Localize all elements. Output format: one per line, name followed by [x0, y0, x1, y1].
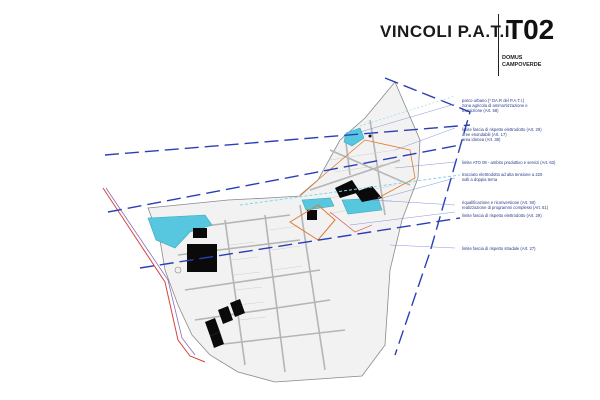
lake-west: [147, 214, 213, 249]
title-divider: [498, 14, 499, 76]
building-south-1: [205, 318, 220, 336]
legend-riqualificazione: riqualificazione e riconversione (Art. 5…: [462, 200, 549, 211]
building-central-2: [355, 186, 382, 202]
building-central: [335, 180, 360, 198]
building-block-1: [193, 228, 207, 238]
legend-fascia-elettrodotto: limite fascia di rispetto elettrodotto (…: [462, 127, 542, 143]
marker-dot: [368, 134, 372, 138]
building-south-3: [230, 299, 245, 317]
water-areas: [147, 127, 383, 249]
marker-dot-2: [174, 266, 182, 274]
page-title: VINCOLI P.A.T.I: [380, 22, 510, 41]
legend-connectors: [349, 103, 456, 249]
building-small-1: [307, 210, 317, 220]
fascia-lines: [104, 77, 471, 356]
legend-fascia-stradale: limite fascia di rispetto stradale (Art.…: [462, 246, 536, 251]
boundary-lines: [102, 139, 416, 363]
building-south-4: [210, 332, 224, 348]
canal-center: [301, 197, 335, 211]
fascia-line-diagonal: [384, 77, 471, 356]
lot-lines: [229, 149, 401, 321]
fascia-line-mid: [139, 217, 461, 269]
fascia-line-top: [104, 124, 471, 156]
legend-tracciato: tracciato elettrodotto ad alta tensione …: [462, 172, 543, 183]
elettrodotto-line: [239, 174, 461, 206]
pond-north: [343, 127, 365, 147]
site-outline: [147, 81, 421, 383]
building-south-2: [218, 306, 233, 324]
sheet-code: T02: [506, 14, 555, 45]
legend-ato: limite ATO 08 - ambito produttivo e serv…: [462, 160, 556, 165]
parco-link-line: [359, 95, 456, 127]
legend-parco: parco urbano (* DA.R del P.A.T.I.) zona …: [462, 98, 528, 114]
legend-fascia-elettrodotto-2: limite fascia di rispetto elettrodotto (…: [462, 213, 542, 218]
project-name: DOMUS CAMPOVERDE: [502, 55, 542, 68]
